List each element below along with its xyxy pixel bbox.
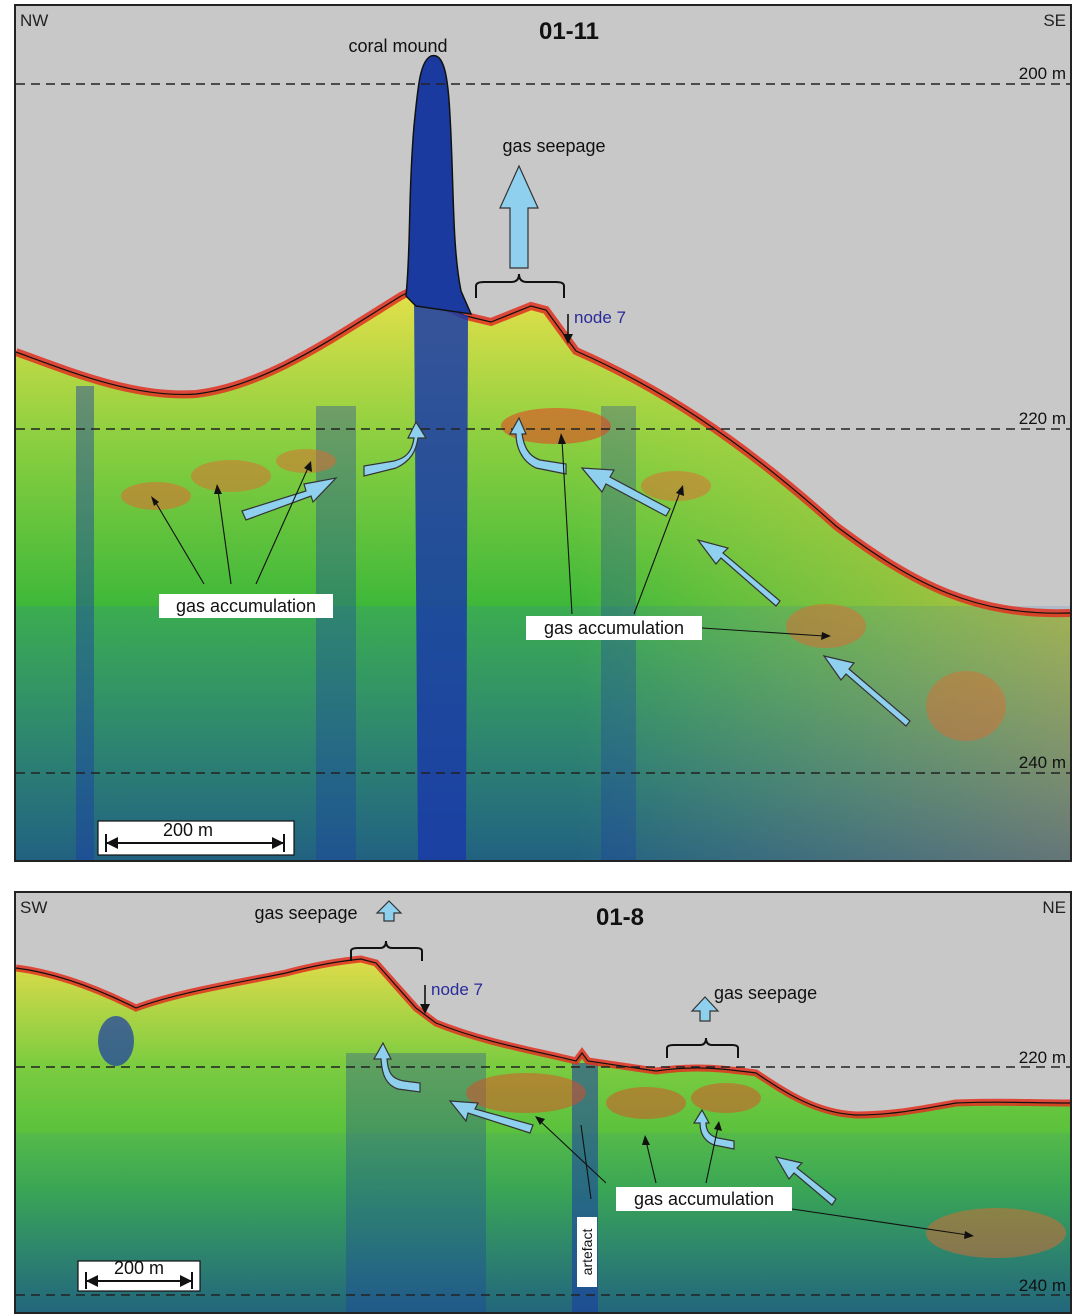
depth-label-220: 220 m <box>1019 409 1066 428</box>
gas-pointers <box>539 1120 969 1236</box>
migration-arrow <box>448 1100 534 1134</box>
gas-seepage-arrow <box>499 164 539 269</box>
direction-left: NW <box>20 11 48 30</box>
label-box <box>526 616 702 640</box>
migration-arrows <box>241 416 911 727</box>
gas-patch <box>276 449 336 473</box>
node-arrow-head <box>563 334 573 344</box>
pointer-head <box>714 1121 722 1131</box>
pointer-head <box>676 485 684 496</box>
pointer-head <box>964 1231 974 1239</box>
migration-arrow <box>241 477 338 521</box>
migration-arrow <box>372 1041 421 1093</box>
depth-label-220: 220 m <box>1019 1048 1066 1067</box>
gas-patch <box>786 604 866 648</box>
scale-bar <box>77 1260 201 1292</box>
gas-patch <box>466 1073 586 1113</box>
gas-accumulation-label: gas accumulation <box>544 618 684 638</box>
direction-left: SW <box>20 898 47 917</box>
scale-bar-label: 200 m <box>163 820 213 840</box>
seepage-brace <box>350 940 423 961</box>
deep-blue-zone <box>16 606 1070 860</box>
gas-seepage-label: gas seepage <box>254 903 357 923</box>
migration-arrow <box>692 1108 735 1150</box>
blue-anomaly <box>98 1016 134 1066</box>
label-box <box>159 594 333 618</box>
pointer-head <box>558 433 566 444</box>
gas-patch <box>926 1208 1066 1258</box>
seismic-profile-01-11: NW SE 01-11 coral mound gas seepage node… <box>14 4 1072 862</box>
gas-seepage-label: gas seepage <box>714 983 817 1003</box>
depth-label-240: 240 m <box>1019 1276 1066 1295</box>
artefact-label: artefact <box>579 1229 595 1276</box>
gas-seepage-label: gas seepage <box>502 136 605 156</box>
migration-arrow <box>363 420 428 477</box>
seepage-brace <box>475 273 565 298</box>
gas-patch <box>691 1083 761 1113</box>
gas-pointers-right <box>561 439 825 637</box>
depth-label-240: 240 m <box>1019 753 1066 772</box>
blue-streak <box>316 406 356 860</box>
label-box <box>577 1217 597 1287</box>
node-label: node 7 <box>574 308 626 327</box>
seafloor-line <box>16 290 1070 614</box>
migration-arrow <box>696 538 781 607</box>
blue-streak <box>346 1053 486 1312</box>
depth-label-200: 200 m <box>1019 64 1066 83</box>
gas-patch <box>501 408 611 444</box>
pointer-head <box>642 1135 650 1145</box>
gas-patch <box>641 471 711 501</box>
pointer-head <box>304 461 312 472</box>
gas-patch <box>191 460 271 492</box>
blanking-column <box>414 296 468 860</box>
label-box <box>616 1187 792 1211</box>
pointer-head <box>151 496 159 506</box>
node-arrow-head <box>420 1004 430 1014</box>
coral-mound <box>405 54 473 315</box>
blue-streak <box>76 386 94 860</box>
gas-patch <box>926 671 1006 741</box>
migration-arrow <box>822 655 911 727</box>
profile-title: 01-11 <box>539 18 599 45</box>
direction-right: SE <box>1043 11 1066 30</box>
direction-right: NE <box>1042 898 1066 917</box>
migration-arrow <box>774 1156 837 1206</box>
gas-pointers-left <box>155 467 309 585</box>
profile-title: 01-8 <box>596 904 644 931</box>
seismic-profile-01-8: SW NE 01-8 gas seepage gas seepage node … <box>14 891 1072 1314</box>
gas-patch <box>121 482 191 510</box>
gas-seepage-arrow <box>690 996 720 1022</box>
pointer-head <box>821 632 831 640</box>
coral-mound-label: coral mound <box>348 36 447 56</box>
scale-bar <box>97 820 295 856</box>
pointer-head <box>214 484 222 494</box>
node-label: node 7 <box>431 980 483 999</box>
pointer-head <box>535 1116 545 1125</box>
gas-accumulation-label: gas accumulation <box>634 1189 774 1209</box>
gas-accumulation-label: gas accumulation <box>176 596 316 616</box>
seafloor-line <box>16 958 1070 1116</box>
seepage-brace <box>666 1037 739 1058</box>
gas-patch <box>606 1087 686 1119</box>
gas-seepage-arrow <box>375 900 403 922</box>
migration-arrow <box>580 467 671 517</box>
scale-bar-label: 200 m <box>114 1258 164 1278</box>
migration-arrows <box>372 1041 837 1206</box>
migration-arrow <box>508 416 567 475</box>
